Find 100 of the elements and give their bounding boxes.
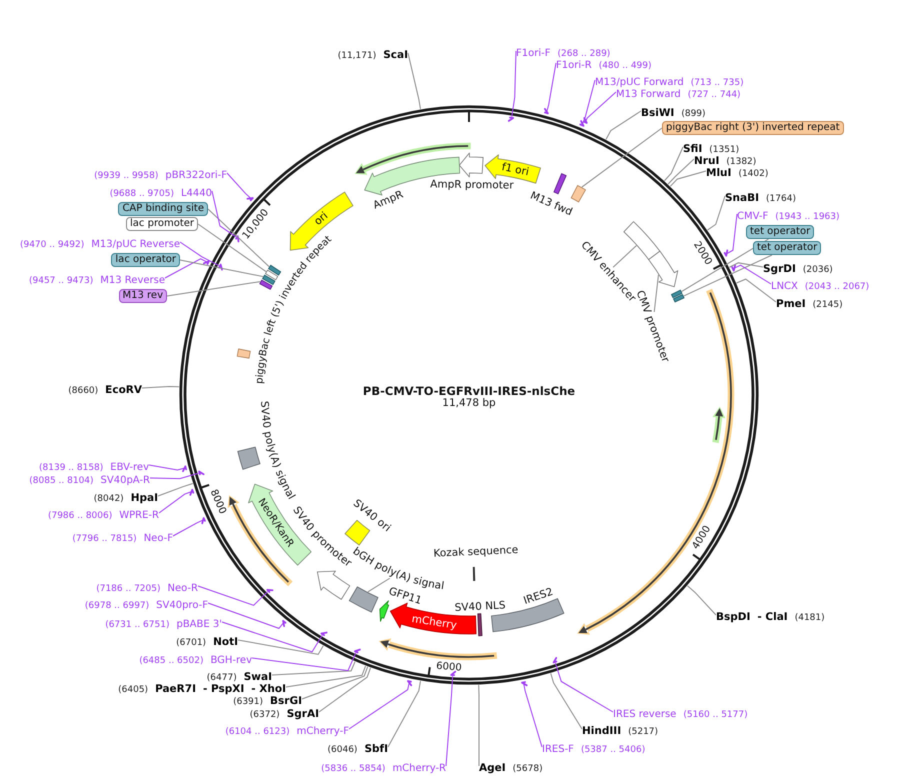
leader-line [158, 483, 194, 496]
leader-line [158, 491, 192, 514]
cut-position: (1402) [738, 168, 768, 180]
leader-line [142, 386, 180, 388]
primer-range: (7796 .. 7815) [72, 533, 137, 545]
cut-position: (6046) [328, 744, 358, 756]
leader-line [172, 519, 204, 536]
leader-line [388, 680, 421, 748]
leader-line [683, 254, 773, 296]
leader-line [681, 238, 770, 292]
plasmid-size: 11,478 bp [442, 398, 496, 410]
cut-position: (5217) [628, 726, 658, 738]
leader-line [554, 662, 614, 712]
enzyme-name: SbfI [364, 743, 388, 755]
leader-line [585, 92, 616, 122]
cut-position: (2145) [812, 299, 843, 311]
primer-name: Neo-R [168, 583, 198, 595]
leader-line [612, 245, 637, 268]
cut-position: (6477) [206, 672, 237, 684]
feature-block [348, 585, 379, 614]
enzyme-name: HindIII [582, 725, 622, 737]
primer-range: (7186 .. 7205) [96, 583, 160, 595]
primer-name: CMV-F [737, 211, 768, 223]
leader-line [546, 62, 556, 112]
primer-range: (5387 .. 5406) [580, 744, 646, 756]
primer-name: M13/pUC Reverse [91, 239, 180, 251]
primer-name: M13/pUC Forward [595, 77, 684, 89]
enzyme-name: AgeI [479, 762, 506, 774]
primer-name: L4440 [180, 188, 212, 200]
leader-line [654, 274, 659, 312]
leader-line [318, 667, 372, 712]
leader-line [164, 258, 208, 278]
feature-tag: piggyBac right (3') inverted repeat [662, 121, 844, 135]
scale-label: 8000 [208, 488, 228, 516]
feature-label: ori [312, 210, 330, 228]
cut-position: (6701) [176, 637, 206, 649]
enzyme-name: NruI [694, 155, 720, 167]
primer-name: F1ori-R [556, 60, 592, 72]
leader-line [226, 172, 252, 199]
leader-line [302, 666, 368, 700]
enzyme-name: BsiWI [641, 107, 674, 119]
primer-range: (6978 .. 6997) [84, 600, 150, 612]
primer-name: IRES reverse [613, 709, 676, 721]
enzyme-name: SgrAI [286, 708, 319, 720]
leader-line [670, 170, 706, 187]
enzyme-name: SwaI [244, 671, 272, 683]
enzyme-name: - PspXI [202, 683, 244, 695]
feature-tag: lac operator [111, 253, 180, 267]
primer-range: (2043 .. 2067) [804, 281, 870, 293]
primer-range: (8139 .. 8158) [39, 462, 104, 474]
primer-name: IRES-F [542, 744, 574, 756]
leader-line [208, 208, 270, 268]
feature-tag: lac promoter [126, 217, 198, 231]
primer-mark [353, 648, 361, 654]
primer-range: (8085 .. 8104) [29, 475, 94, 487]
scale-label: 6000 [436, 660, 462, 674]
feature-block [622, 220, 661, 261]
primer-range: (9470 .. 9492) [20, 239, 84, 251]
cut-position: (8042) [94, 493, 124, 505]
primer-range: (7986 .. 8006) [48, 510, 112, 522]
feature-block [570, 184, 587, 203]
feature-tag: tet operator [746, 225, 814, 239]
leader-line [582, 80, 596, 125]
feature-tag: CAP binding site [118, 202, 208, 216]
enzyme-name: SfiI [683, 143, 702, 155]
leader-line [581, 128, 662, 188]
primer-name: M13 Forward [616, 89, 681, 101]
leader-line [212, 190, 236, 238]
feature-label: M13 fwd [528, 190, 574, 218]
feature-label: Kozak sequence [433, 544, 518, 560]
primer-range: (6104 .. 6123) [225, 726, 290, 738]
leader-line [238, 640, 324, 655]
cut-position: (899) [681, 108, 706, 120]
primer-mark [406, 680, 413, 687]
primer-name: BGH-rev [210, 655, 252, 667]
primer-name: F1ori-F [516, 48, 550, 60]
primer-range: (9688 .. 9705) [110, 188, 174, 200]
leader-line [180, 260, 264, 278]
leader-line [686, 585, 716, 616]
primer-name: EBV-rev [110, 462, 149, 474]
leader-line [180, 242, 220, 266]
primer-mark [507, 116, 515, 122]
leader-line [150, 472, 199, 480]
leader-line [252, 652, 356, 672]
leader-line [208, 602, 284, 629]
primer-mark [235, 235, 240, 243]
feature-tag: tet operator [753, 241, 822, 255]
cut-position: (1764) [766, 193, 796, 205]
enzyme-name: HpaI [130, 492, 158, 504]
feature-block [670, 289, 684, 299]
cut-position: (1382) [726, 156, 756, 168]
leader-line [367, 578, 390, 592]
primer-range: (713 .. 735) [690, 77, 744, 89]
cut-position: (6391) [233, 696, 264, 708]
leader-line [736, 278, 776, 302]
primer-mark [266, 588, 274, 594]
enzyme-name: SgrDI [763, 263, 796, 275]
primer-range: (9939 .. 9958) [94, 170, 158, 182]
leader-line [668, 158, 694, 185]
feature-label: mCherry [410, 613, 458, 632]
